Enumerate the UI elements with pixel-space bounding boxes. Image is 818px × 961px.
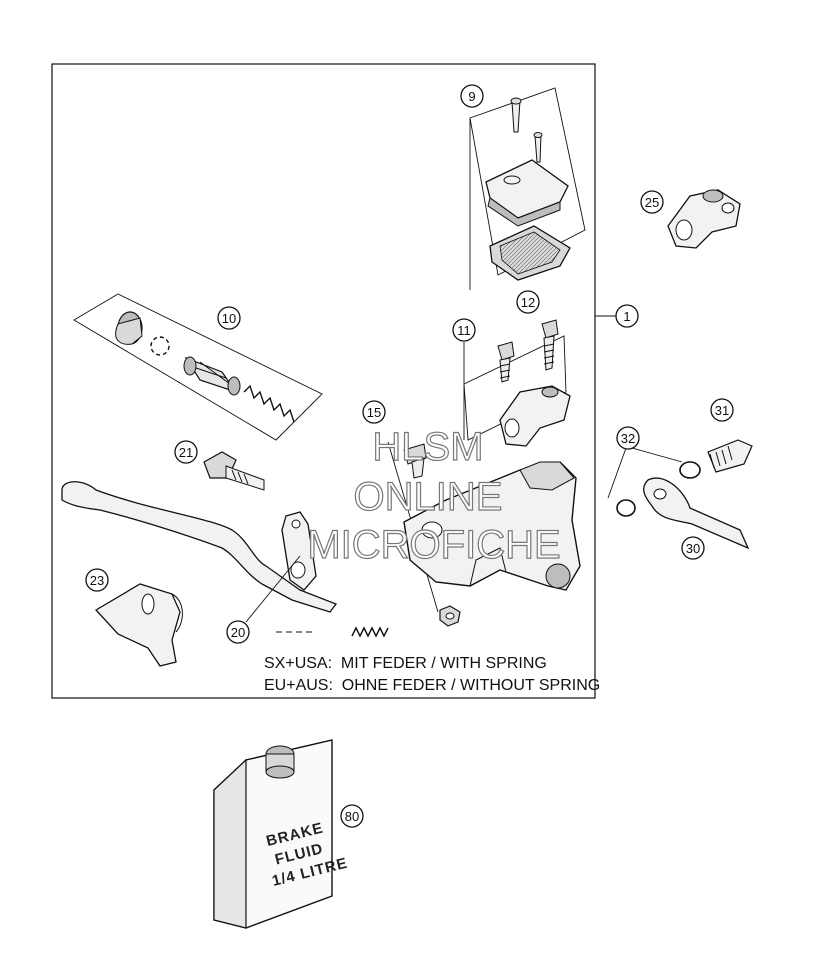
assembly-frame (51, 63, 596, 699)
callout-10: 10 (217, 306, 241, 330)
callout-20: 20 (226, 620, 250, 644)
master-cylinder-body (403, 461, 581, 591)
svg-text:31: 31 (715, 403, 729, 418)
part-20-lever (61, 481, 338, 623)
callout-21: 21 (174, 440, 198, 464)
svg-text:21: 21 (179, 445, 193, 460)
watermark-line-2: ONLINE (354, 475, 503, 519)
spring-note-line-2: EU+AUS: OHNE FEDER / WITHOUT SPRING (264, 677, 600, 694)
part-9-reservoir-cover (469, 87, 586, 290)
svg-text:11: 11 (457, 323, 471, 338)
part-11-12-clamp-screws (463, 319, 571, 447)
svg-text:32: 32 (621, 431, 635, 446)
part-15-bolt-nut (387, 441, 461, 627)
svg-text:9: 9 (468, 89, 475, 104)
watermark-line-1: HLSM (372, 425, 483, 469)
svg-text:80: 80 (345, 809, 359, 824)
lever-spring (276, 626, 389, 638)
callout-11: 11 (452, 318, 476, 342)
svg-text:12: 12 (521, 295, 535, 310)
callout-9: 9 (460, 84, 484, 108)
part-25-clamp (667, 189, 741, 249)
svg-text:23: 23 (90, 573, 104, 588)
part-23-lever-guard (94, 583, 183, 667)
callout-32: 32 (616, 426, 640, 450)
svg-text:20: 20 (231, 625, 245, 640)
callout-15: 15 (362, 400, 386, 424)
part-80-brake-fluid-can: BRAKE FLUID 1/4 LITRE (213, 739, 349, 929)
callout-12: 12 (516, 290, 540, 314)
callout-25: 25 (640, 190, 664, 214)
svg-text:10: 10 (222, 311, 236, 326)
svg-text:25: 25 (645, 195, 659, 210)
part-10-piston-kit (73, 293, 323, 441)
part-30-31-32-banjo (607, 439, 753, 550)
part-21-adjuster (203, 451, 265, 491)
svg-text:30: 30 (686, 541, 700, 556)
callout-30: 30 (681, 536, 705, 560)
callout-23: 23 (85, 568, 109, 592)
callout-80: 80 (340, 804, 364, 828)
callout-31: 31 (710, 398, 734, 422)
watermark-line-3: MICROFICHE (307, 523, 560, 567)
svg-text:15: 15 (367, 405, 381, 420)
spring-note-line-1: SX+USA: MIT FEDER / WITH SPRING (264, 655, 547, 672)
callout-1: 1 (615, 304, 639, 328)
svg-text:1: 1 (623, 309, 630, 324)
